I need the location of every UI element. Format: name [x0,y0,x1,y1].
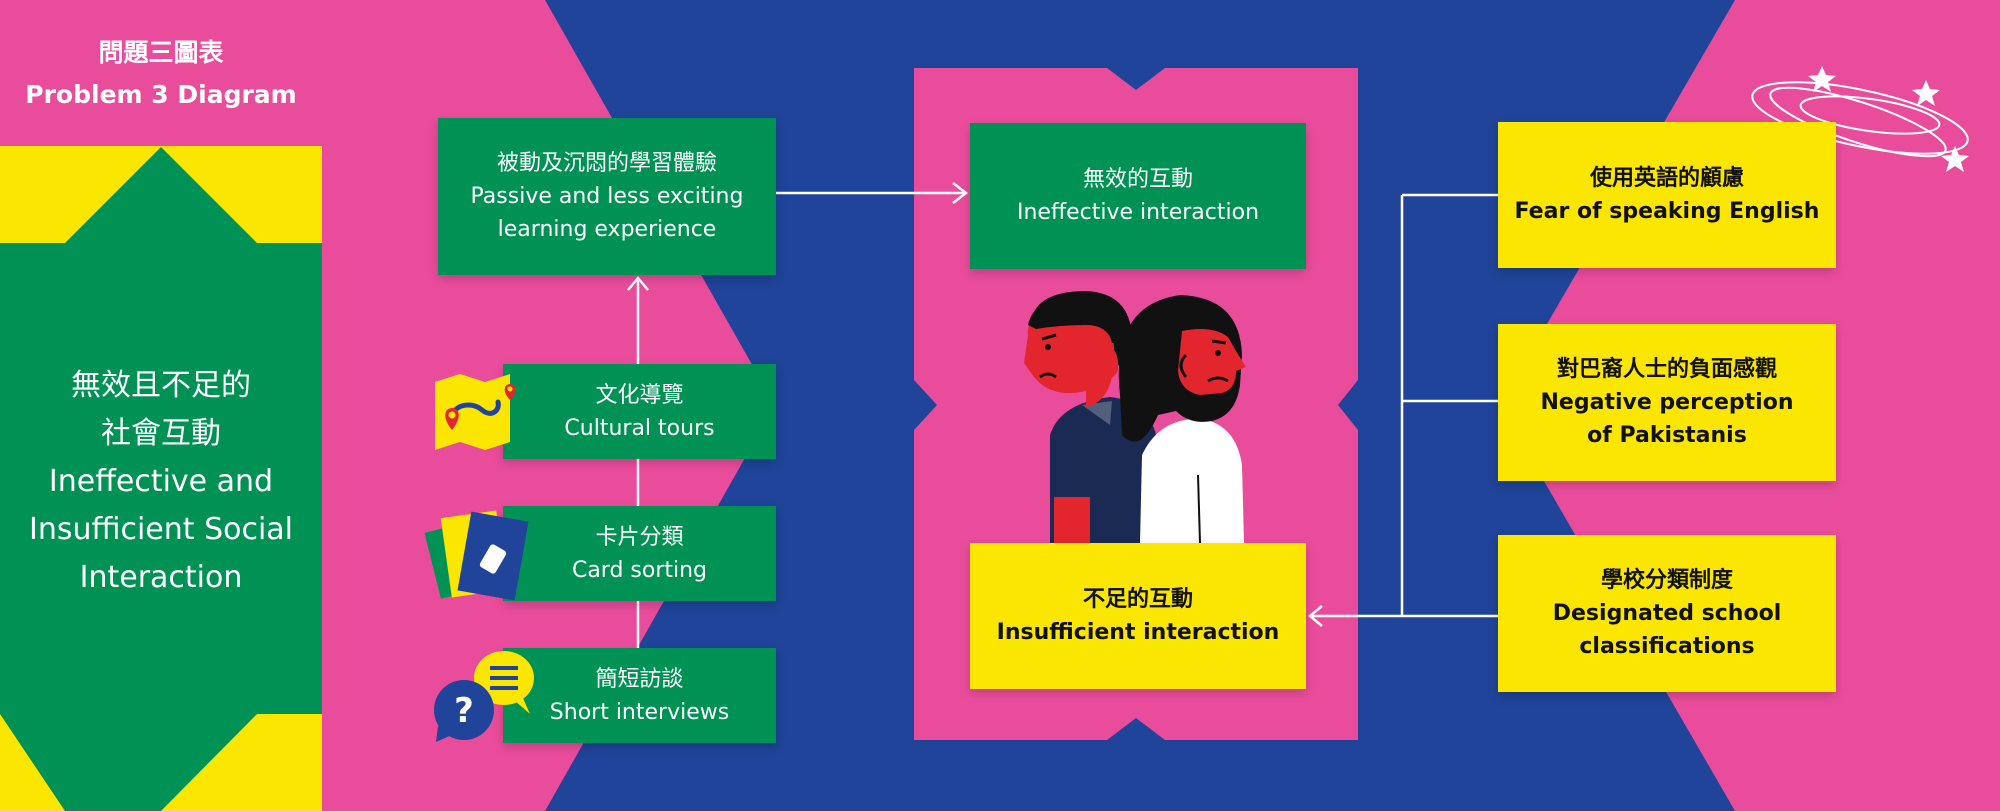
cause-school-classifications-box: 學校分類制度 Designated school classifications [1498,535,1836,692]
chat-bubbles-icon: ? [434,651,534,742]
sidebar-green-arrow-shape [0,147,322,811]
two-people-illustration [1024,291,1246,544]
cause-label-en-1: Designated school [1552,601,1782,626]
effect-label-en: Ineffective interaction [1016,200,1260,225]
method-cultural-tours-box: 文化導覽 Cultural tours [503,364,776,459]
method-label-zh: 文化導覽 [595,382,684,408]
cause-label-en-1: Fear of speaking English [1514,199,1820,224]
cause-fear-english-box: 使用英語的顧慮 Fear of speaking English [1498,122,1836,268]
arrow-head-up [627,276,649,291]
method-label-zh: 簡短訪談 [595,666,684,692]
sidebar-title: 問題三圖表 Problem 3 Diagram [0,32,322,116]
learning-experience-zh: 被動及沉悶的學習體驗 [496,151,717,176]
cause-label-en-2: classifications [1579,634,1755,659]
effect-ineffective-box: 無效的互動 Ineffective interaction [970,123,1306,269]
arrow-head-top [952,182,969,204]
cause-negative-perception-box: 對巴裔人士的負面感觀 Negative perception of Pakist… [1498,324,1836,481]
sidebar-main-en-line-1: Ineffective and [48,464,274,499]
sidebar-pink-header [0,0,322,146]
effect-label-zh: 不足的互動 [1082,587,1193,612]
method-card-sorting-box: 卡片分類 Card sorting [503,506,776,601]
dizzy-stars-icon [1751,66,1969,172]
sidebar-main-zh-line-2: 社會互動 [101,416,221,451]
cause-label-zh: 對巴裔人士的負面感觀 [1556,357,1777,382]
sidebar-main-heading: 無效且不足的 社會互動 Ineffective and Insufficient… [0,362,322,602]
learning-experience-en-2: learning experience [497,217,717,242]
method-label-zh: 卡片分類 [595,524,684,550]
method-label-en: Cultural tours [564,415,715,441]
method-label-en: Short interviews [549,699,730,725]
effect-label-zh: 無效的互動 [1082,167,1193,192]
cards-icon [424,510,529,601]
svg-text:?: ? [454,691,474,731]
effect-label-en: Insufficient interaction [996,620,1280,645]
sidebar-title-en: Problem 3 Diagram [25,80,297,109]
learning-experience-en-1: Passive and less exciting [470,184,744,209]
cause-label-zh: 學校分類制度 [1600,568,1733,593]
sidebar-title-zh: 問題三圖表 [98,38,224,67]
cause-label-en-1: Negative perception [1540,390,1794,415]
cause-label-zh: 使用英語的顧慮 [1589,166,1744,191]
effect-insufficient-box: 不足的互動 Insufficient interaction [970,543,1306,689]
learning-experience-box: 被動及沉悶的學習體驗 Passive and less exciting lea… [438,118,776,275]
method-label-en: Card sorting [571,557,708,583]
sidebar-main-zh-line-1: 無效且不足的 [71,368,251,403]
arrow-head-left [1308,605,1323,627]
sidebar-main-en-line-3: Interaction [79,560,243,595]
map-route-icon [435,374,516,450]
sidebar-main-en-line-2: Insufficient Social [28,512,294,547]
cause-label-en-2: of Pakistanis [1587,423,1747,448]
method-short-interviews-box: 簡短訪談 Short interviews [503,648,776,743]
